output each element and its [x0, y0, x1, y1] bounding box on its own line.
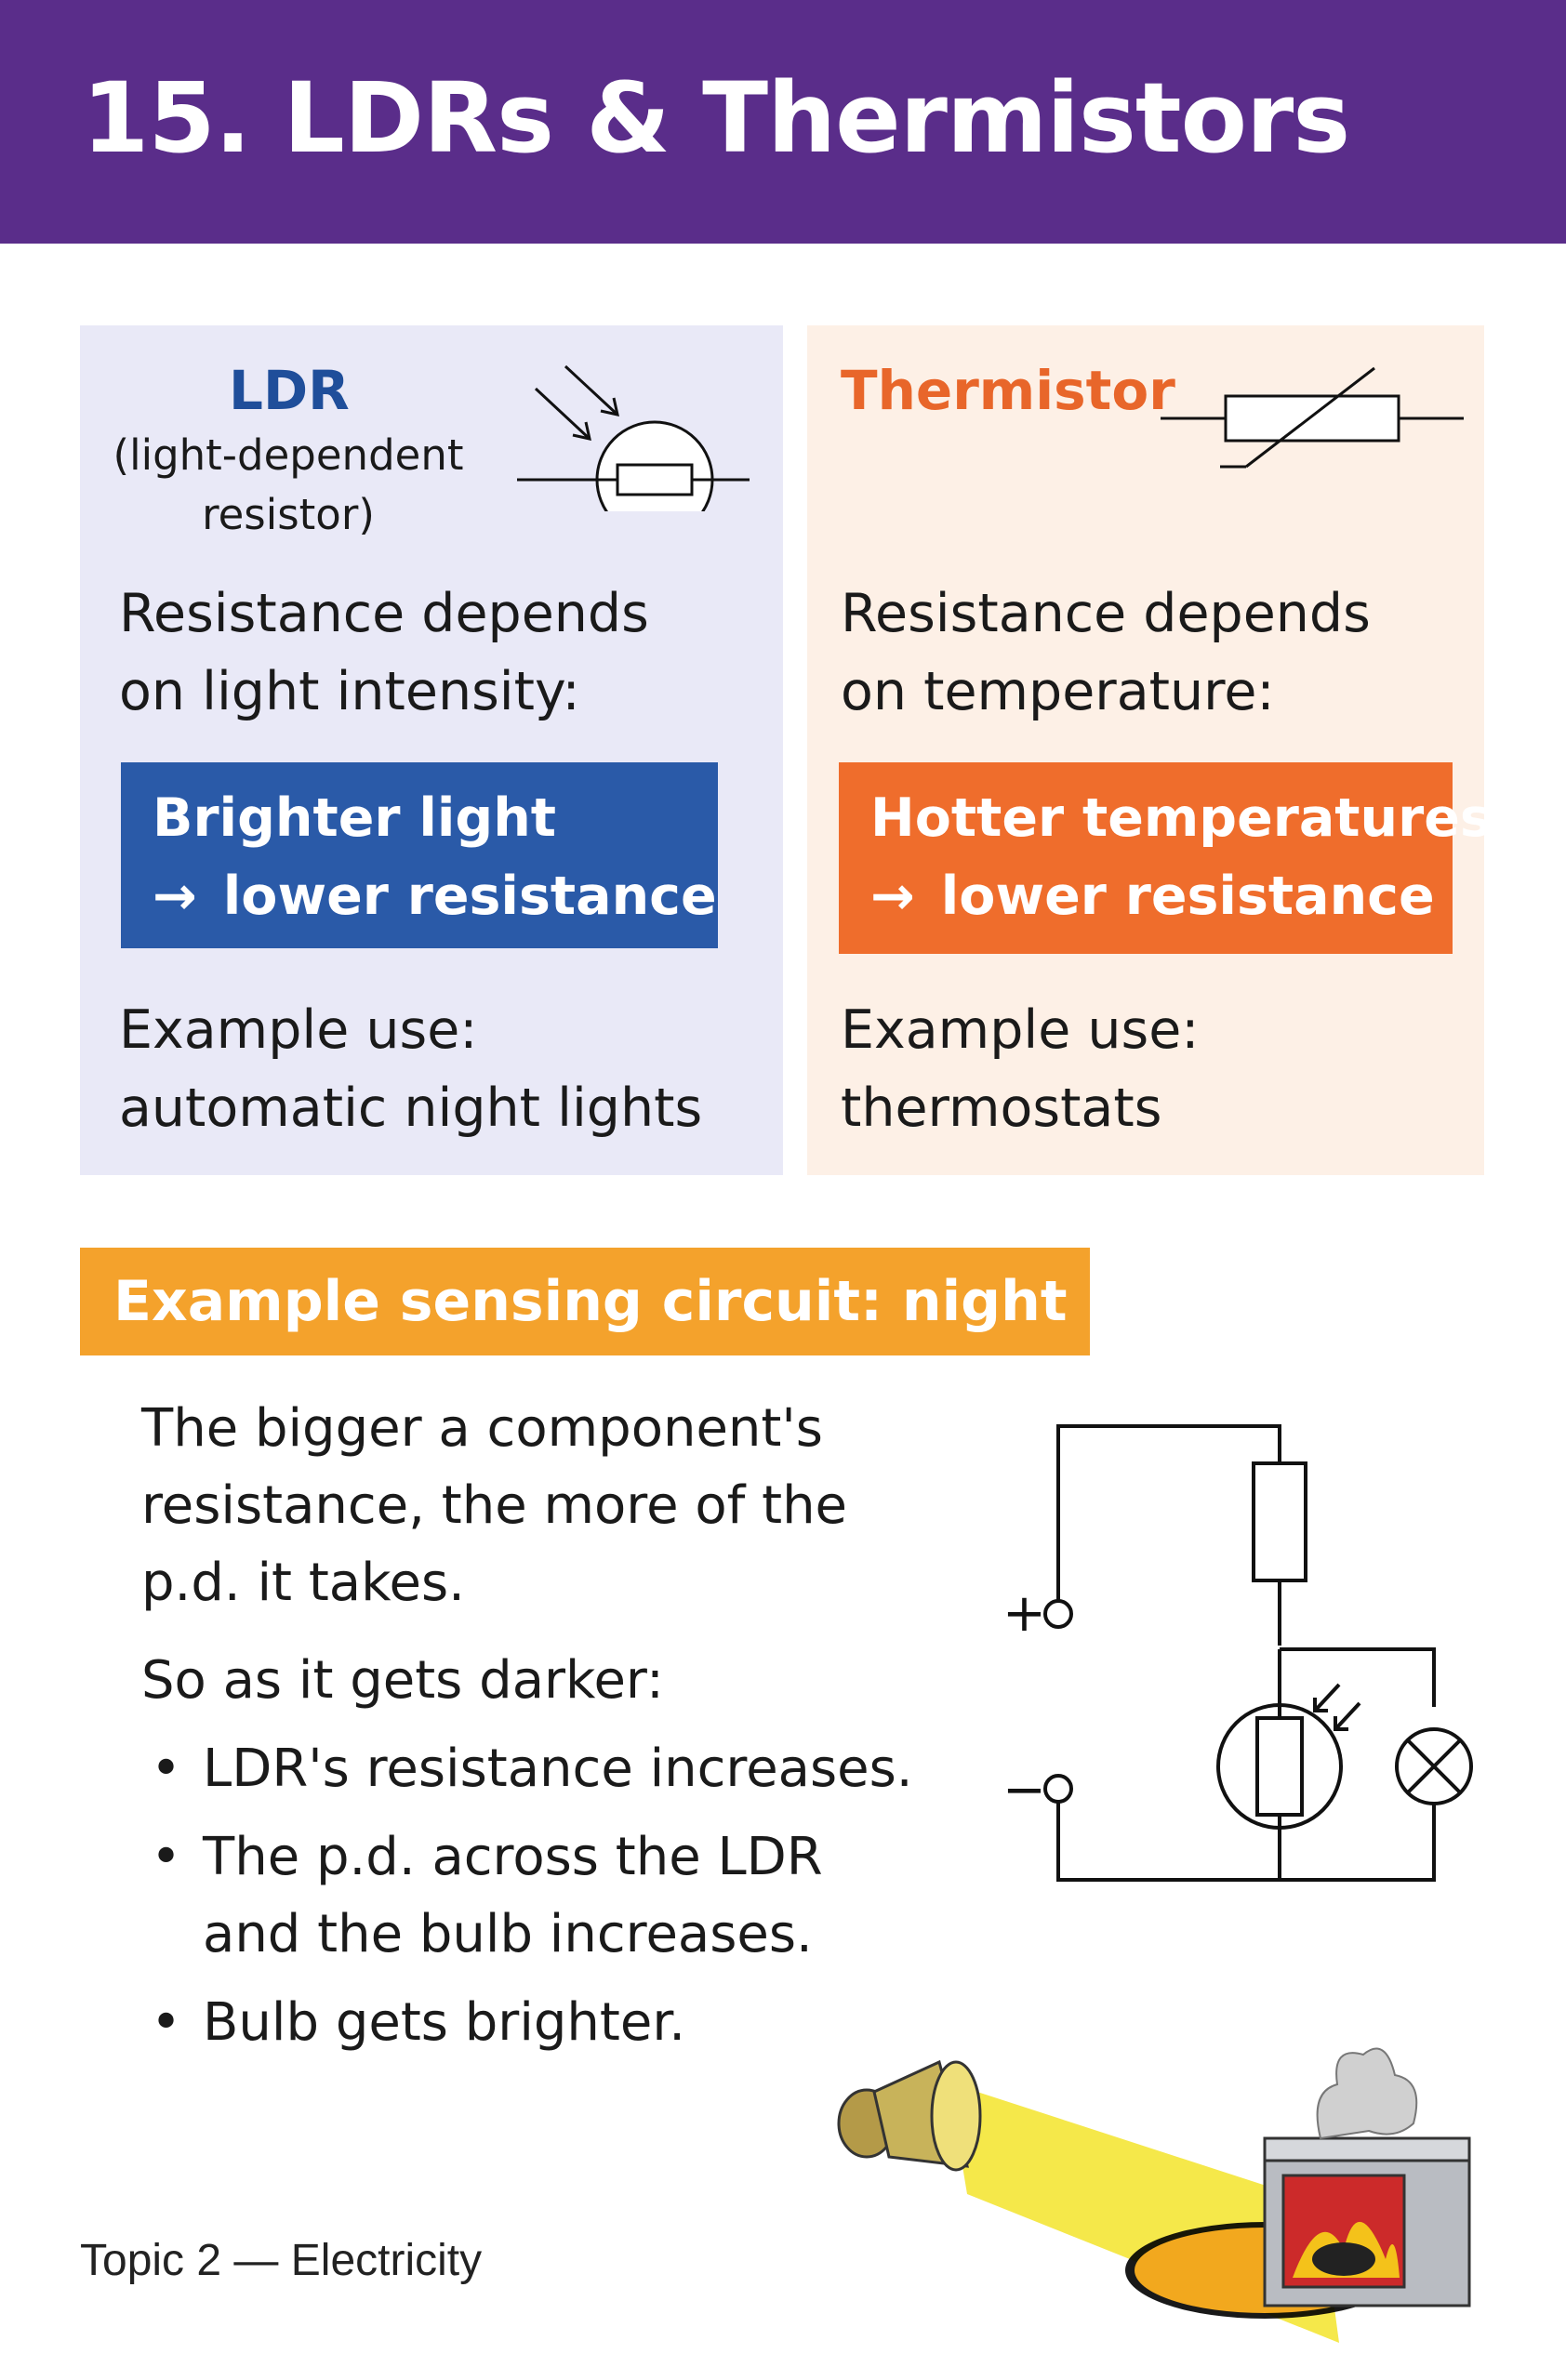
terminal-icon	[1043, 1774, 1073, 1804]
thermistor-example: Example use: thermostats	[841, 991, 1200, 1147]
thermistor-description: Resistance depends on temperature:	[841, 575, 1371, 731]
night-light-circuit-diagram: + −	[1002, 1424, 1473, 1882]
thermistor-desc-line2: on temperature:	[841, 661, 1275, 722]
ldr-subtitle-line2: resistor)	[202, 490, 375, 539]
negative-terminal-label: −	[1002, 1760, 1046, 1820]
thermistor-example-label: Example use:	[841, 999, 1200, 1061]
ldr-highlight-box: Brighter light → lower resistance	[121, 762, 718, 948]
header-bar: 15. LDRs & Thermistors	[0, 0, 1566, 244]
page-title: 15. LDRs & Thermistors	[82, 61, 1350, 175]
footer-topic: Topic 2 — Electricity	[80, 2236, 483, 2285]
terminal-icon	[1043, 1599, 1073, 1629]
ldr-card-subtitle: (light-dependent resistor)	[112, 426, 465, 545]
explanation-line2: resistance, the more of the	[141, 1475, 848, 1536]
bullet-list: LDR's resistance increases. The p.d. acr…	[141, 1730, 913, 2061]
thermistor-symbol-icon	[1161, 366, 1464, 469]
ldr-example: Example use: automatic night lights	[119, 991, 702, 1147]
night-light-illustration	[837, 2047, 1471, 2343]
thermistor-card-title: Thermistor	[841, 359, 1175, 422]
ldr-desc-line2: on light intensity:	[119, 661, 580, 722]
thermistor-highlight-box: Hotter temperatures → lower resistance	[839, 762, 1492, 954]
ldr-description: Resistance depends on light intensity:	[119, 575, 649, 731]
thermistor-highlight-line1: Hotter temperatures	[870, 787, 1492, 849]
bullet-item: Bulb gets brighter.	[141, 1984, 913, 2061]
ldr-example-value: automatic night lights	[119, 1078, 703, 1139]
ldr-desc-line1: Resistance depends	[119, 583, 649, 644]
section-heading: Example sensing circuit: night light	[80, 1248, 1231, 1355]
ldr-highlight-line2: lower resistance	[222, 866, 717, 927]
ldr-example-label: Example use:	[119, 999, 478, 1061]
explanation-line3: p.d. it takes.	[141, 1553, 465, 1613]
ldr-subtitle-line1: (light-dependent	[113, 430, 464, 480]
positive-terminal-label: +	[1002, 1583, 1046, 1644]
ldr-card: LDR (light-dependent resistor) Resistanc…	[80, 325, 783, 1175]
ldr-symbol-icon	[517, 364, 750, 511]
oven-fire-icon	[1263, 2047, 1471, 2307]
ldr-highlight-line1: Brighter light	[153, 787, 557, 849]
arrow-right-icon: →	[870, 866, 915, 927]
resistor-icon	[1252, 1461, 1307, 1582]
bullet-item: LDR's resistance increases.	[141, 1730, 913, 1807]
spotlight-icon	[837, 2059, 982, 2172]
ldr-card-title: LDR	[229, 359, 350, 422]
thermistor-desc-line1: Resistance depends	[841, 583, 1371, 644]
thermistor-highlight-line2: lower resistance	[940, 866, 1435, 927]
arrow-right-icon: →	[153, 866, 197, 927]
explanation-line1: The bigger a component's	[141, 1398, 823, 1459]
explanation-text: The bigger a component's resistance, the…	[141, 1390, 913, 2072]
thermistor-card: Thermistor Resistance depends on tempera…	[807, 325, 1492, 1175]
explanation-intro: So as it gets darker:	[141, 1650, 664, 1711]
thermistor-example-value: thermostats	[841, 1078, 1162, 1139]
